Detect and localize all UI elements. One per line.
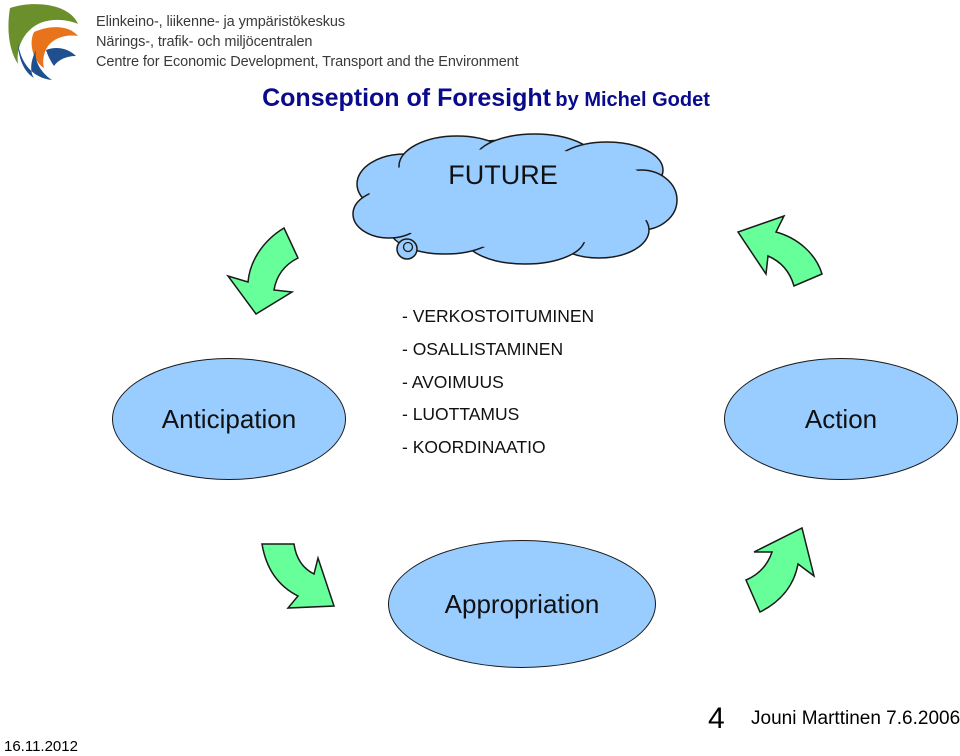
list-item: - AVOIMUUS (402, 371, 504, 392)
anticipation-node: Anticipation (112, 358, 346, 480)
org-name-swedish: Närings-, trafik- och miljöcentralen (96, 34, 313, 50)
arrow-future-to-anticipation (226, 226, 299, 315)
org-name-english: Centre for Economic Development, Transpo… (96, 54, 519, 70)
action-label: Action (804, 403, 878, 434)
title-by: by Michel Godet (555, 89, 710, 111)
enabler-list: - VERKOSTOITUMINEN - OSALLISTAMINEN - AV… (402, 300, 594, 464)
org-name-finnish: Elinkeino-, liikenne- ja ympäristökeskus (96, 14, 346, 30)
list-item: - VERKOSTOITUMINEN (402, 306, 595, 326)
future-cloud (352, 133, 678, 265)
list-item: - LUOTTAMUS (402, 404, 520, 425)
slide-title: Conseption of Foresight by Michel Godet (0, 84, 960, 113)
footer-date: 16.11.2012 (4, 738, 78, 755)
footer-author-note: Jouni Marttinen 7.6.2006 (751, 708, 960, 729)
anticipation-label: Anticipation (161, 403, 297, 434)
appropriation-label: Appropriation (444, 588, 600, 619)
arrow-anticipation-to-appropriation (261, 543, 336, 609)
ely-centre-logo (8, 4, 79, 80)
page-number: 4 (708, 702, 725, 735)
appropriation-node: Appropriation (388, 540, 656, 668)
arrow-appropriation-to-action (745, 526, 816, 614)
list-item: - KOORDINAATIO (402, 437, 546, 458)
action-node: Action (724, 358, 958, 480)
arrow-action-to-future (736, 214, 823, 288)
future-label: FUTURE (448, 160, 558, 190)
list-item: - OSALLISTAMINEN (402, 338, 564, 359)
title-main: Conseption of Foresight (262, 84, 551, 112)
